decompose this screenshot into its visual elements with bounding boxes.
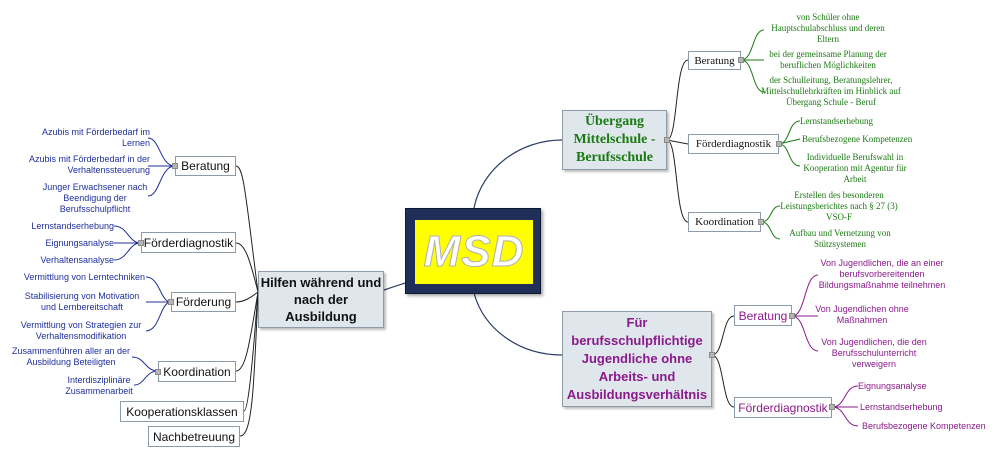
left-leaf: Eignungsanalyse <box>45 238 114 249</box>
br-sub-foerderdiagnostik-label: Förderdiagnostik <box>738 400 828 415</box>
left-leaf-text: Eignungsanalyse <box>45 238 114 248</box>
tr-sub-beratung[interactable]: Beratung <box>688 51 741 70</box>
br-leaf-text: Berufsbezogene Kompetenzen <box>862 421 986 431</box>
left-leaf: Vermittlung von Strategien zur Verhalten… <box>16 320 146 342</box>
left-leaf-text: Azubis mit Förderbedarf im Lernen <box>41 127 150 148</box>
collapse-knob[interactable] <box>789 313 795 319</box>
left-leaf: Azubis mit Förderbedarf im Lernen <box>10 127 150 149</box>
collapse-knob[interactable] <box>709 352 715 358</box>
tr-leaf: Aufbau und Vernetzung von Stützsystemen <box>780 228 900 250</box>
left-leaf-text: Azubis mit Förderbedarf in der Verhalten… <box>28 154 150 175</box>
left-sub-foerderung-label: Förderung <box>175 295 232 309</box>
br-sub-beratung-label: Beratung <box>738 308 788 323</box>
br-leaf-text: Von Jugendlichen, die an einer berufsvor… <box>818 258 946 290</box>
tr-sub-beratung-label: Beratung <box>694 54 735 67</box>
br-leaf-text: Lernstandserhebung <box>860 402 943 412</box>
left-sub-koordination-label: Koordination <box>163 364 231 379</box>
connector-center-bottomright <box>473 292 563 356</box>
left-sub-koordination[interactable]: Koordination <box>158 361 236 382</box>
left-sub-beratung[interactable]: Beratung <box>175 156 236 176</box>
br-leaf-text: Eignungsanalyse <box>858 381 927 391</box>
left-leaf-text: Verhaltensanalyse <box>40 255 114 265</box>
left-sub-foerderung[interactable]: Förderung <box>171 292 236 312</box>
br-sub-beratung[interactable]: Beratung <box>734 305 792 326</box>
collapse-knob[interactable] <box>758 219 764 225</box>
left-leaf-text: Vermittlung von Lerntechniken <box>23 272 145 282</box>
collapse-knob[interactable] <box>664 137 670 143</box>
tr-leaf-text: der Schulleitung, Beratungslehrer, Mitte… <box>761 75 901 107</box>
left-sub-foerderdiagnostik-label: Förderdiagnostik <box>143 235 234 250</box>
tr-sub-foerderdiagnostik-label: Förderdiagnostik <box>695 138 772 150</box>
left-leaf-text: Vermittlung von Strategien zur Verhalten… <box>20 320 142 341</box>
tr-leaf: bei der gemeinsame Planung der beruflich… <box>764 49 892 71</box>
tr-sub-foerderdiagnostik[interactable]: Förderdiagnostik <box>688 134 779 154</box>
branch-uebergang[interactable]: Übergang Mittelschule - Berufsschule <box>562 110 667 170</box>
branch-uebergang-title: Übergang Mittelschule - Berufsschule <box>573 114 656 165</box>
left-sub-nachbetreuung-label: Nachbetreuung <box>152 429 236 444</box>
center-node[interactable]: MSD <box>405 208 541 294</box>
tr-leaf: von Schüler ohne Hauptschulabschluss und… <box>764 12 892 45</box>
left-leaf-text: Junger Erwachsener nach Beendigung der B… <box>42 182 148 214</box>
tr-leaf-text: Individuelle Berufswahl in Kooperation m… <box>803 152 907 184</box>
tr-leaf-text: Berufsbezogene Kompetenzen <box>802 134 913 144</box>
br-leaf: Lernstandserhebung <box>860 402 943 413</box>
tr-sub-koordination-label: Koordination <box>695 216 754 228</box>
tr-leaf-text: von Schüler ohne Hauptschulabschluss und… <box>771 12 885 44</box>
center-label-box: MSD <box>415 220 533 284</box>
left-sub-nachbetreuung[interactable]: Nachbetreuung <box>148 426 240 447</box>
tr-leaf: Individuelle Berufswahl in Kooperation m… <box>800 152 910 185</box>
left-leaf-text: Stabilisierung von Motivation und Lernbe… <box>24 291 140 312</box>
left-leaf: Vermittlung von Lerntechniken <box>24 272 145 283</box>
left-sub-kooperationsklassen-label: Kooperationsklassen <box>126 404 238 419</box>
left-leaf-text: Lernstandserhebung <box>31 221 114 231</box>
left-leaf-text: Interdisziplinäre Zusammenarbeit <box>65 375 133 396</box>
tr-leaf: der Schulleitung, Beratungslehrer, Mitte… <box>758 75 904 108</box>
branch-hilfen[interactable]: Hilfen während und nach der Ausbildung <box>258 271 384 328</box>
left-sub-beratung-label: Beratung <box>181 159 230 173</box>
br-leaf: Berufsbezogene Kompetenzen <box>862 421 986 432</box>
left-leaf: Interdisziplinäre Zusammenarbeit <box>62 375 136 397</box>
br-leaf: Von Jugendlichen ohne Maßnahmen <box>812 304 912 326</box>
tr-leaf-text: Erstellen des besonderen Leistungsberich… <box>780 190 898 222</box>
branch-hilfen-title: Hilfen während und nach der Ausbildung <box>260 275 382 324</box>
left-sub-foerderdiagnostik[interactable]: Förderdiagnostik <box>141 232 236 253</box>
tr-leaf: Erstellen des besonderen Leistungsberich… <box>774 190 904 223</box>
left-leaf: Stabilisierung von Motivation und Lernbe… <box>18 291 146 313</box>
br-leaf-text: Von Jugendlichen, die den Berufsschulunt… <box>821 337 927 369</box>
collapse-knob[interactable] <box>168 299 174 305</box>
tr-leaf-text: Aufbau und Vernetzung von Stützsystemen <box>789 228 891 249</box>
collapse-knob[interactable] <box>776 141 782 147</box>
tr-leaf: Berufsbezogene Kompetenzen <box>802 134 912 145</box>
left-leaf-text: Zusammenführen aller an der Ausbildung B… <box>11 346 131 367</box>
left-sub-kooperationsklassen[interactable]: Kooperationsklassen <box>120 401 244 422</box>
tr-leaf-text: Lernstandserhebung <box>800 116 873 126</box>
br-leaf: Eignungsanalyse <box>858 381 927 392</box>
br-leaf-text: Von Jugendlichen ohne Maßnahmen <box>815 304 909 325</box>
br-leaf: Von Jugendlichen, die den Berufsschulunt… <box>814 337 934 370</box>
branch-berufsschulpflichtige-title: Für berufsschulpflichtige Jugendliche oh… <box>566 315 708 402</box>
left-leaf: Lernstandserhebung <box>31 221 114 232</box>
branch-berufsschulpflichtige[interactable]: Für berufsschulpflichtige Jugendliche oh… <box>562 311 712 407</box>
left-leaf: Zusammenführen aller an der Ausbildung B… <box>8 346 134 368</box>
center-label: MSD <box>423 227 525 277</box>
tr-leaf: Lernstandserhebung <box>800 116 873 127</box>
left-leaf: Azubis mit Förderbedarf in der Verhalten… <box>10 154 150 176</box>
left-leaf: Verhaltensanalyse <box>40 255 114 266</box>
collapse-knob[interactable] <box>155 369 161 375</box>
connector-center-topright <box>473 139 563 209</box>
collapse-knob[interactable] <box>138 240 144 246</box>
br-sub-foerderdiagnostik[interactable]: Förderdiagnostik <box>734 397 832 418</box>
tr-sub-koordination[interactable]: Koordination <box>688 212 761 232</box>
collapse-knob[interactable] <box>172 163 178 169</box>
left-leaf: Junger Erwachsener nach Beendigung der B… <box>10 182 150 215</box>
collapse-knob[interactable] <box>738 57 744 63</box>
tr-leaf-text: bei der gemeinsame Planung der beruflich… <box>769 49 887 70</box>
collapse-knob[interactable] <box>829 404 835 410</box>
br-leaf: Von Jugendlichen, die an einer berufsvor… <box>812 258 952 291</box>
